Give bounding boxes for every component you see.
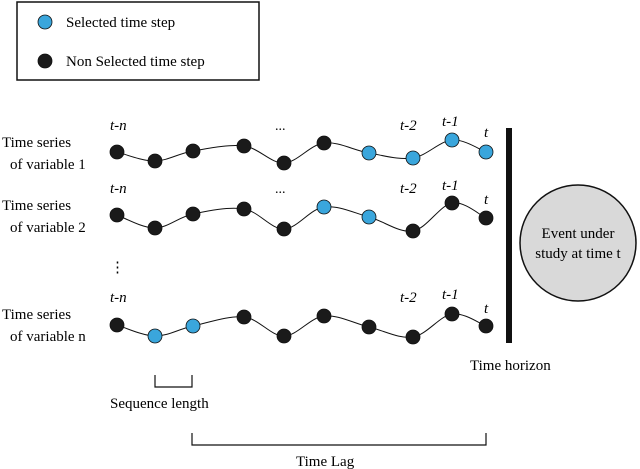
time-lag-label: Time Lag — [296, 454, 355, 469]
rown-label-line1: Time series — [2, 307, 71, 323]
non-selected-time-step-dot — [444, 306, 460, 322]
event-circle — [519, 184, 637, 302]
non-selected-time-step-dot — [316, 308, 332, 324]
non-selected-time-step-dot — [478, 210, 494, 226]
rown-time-label-t: t — [484, 301, 489, 317]
row2-time-label-mid: ... — [275, 182, 286, 197]
sequence-length-bracket — [154, 375, 193, 388]
non-selected-time-step-dot — [147, 153, 163, 169]
row1-time-label-t1: t-1 — [442, 114, 459, 130]
row1-time-label-mid: ... — [275, 119, 286, 134]
legend-non-selected-marker — [37, 53, 53, 69]
row1-time-label-tn: t-n — [110, 118, 127, 134]
selected-time-step-dot — [405, 150, 421, 166]
selected-time-step-dot — [316, 199, 332, 215]
row2-time-label-t2: t-2 — [400, 181, 417, 197]
series-curve — [116, 313, 487, 338]
selected-time-step-dot — [147, 328, 163, 344]
row2-time-label-t1: t-1 — [442, 178, 459, 194]
non-selected-time-step-dot — [236, 138, 252, 154]
non-selected-time-step-dot — [185, 143, 201, 159]
rown-series — [109, 306, 494, 345]
row1-time-label-t: t — [484, 125, 489, 141]
legend-selected-label: Selected time step — [66, 15, 175, 31]
non-selected-time-step-dot — [478, 318, 494, 334]
selected-time-step-dot — [444, 132, 460, 148]
non-selected-time-step-dot — [361, 319, 377, 335]
rown-time-label-tn: t-n — [110, 290, 127, 306]
time-lag-bracket — [191, 433, 487, 446]
non-selected-time-step-dot — [316, 135, 332, 151]
non-selected-time-step-dot — [236, 309, 252, 325]
non-selected-time-step-dot — [185, 206, 201, 222]
rown-time-label-t1: t-1 — [442, 287, 459, 303]
non-selected-time-step-dot — [405, 329, 421, 345]
selected-time-step-dot — [361, 209, 377, 225]
vertical-ellipsis: ⋮ — [110, 260, 125, 276]
row1-label-line1: Time series — [2, 135, 71, 151]
event-label-line2: study at time t — [535, 246, 621, 262]
legend-selected-marker — [37, 14, 53, 30]
non-selected-time-step-dot — [276, 328, 292, 344]
event-label-line1: Event under — [542, 226, 615, 242]
series-curve — [116, 139, 487, 164]
non-selected-time-step-dot — [276, 155, 292, 171]
row2-series — [109, 195, 494, 239]
non-selected-time-step-dot — [405, 223, 421, 239]
row1-label-line2: of variable 1 — [10, 157, 86, 173]
non-selected-time-step-dot — [109, 317, 125, 333]
time-horizon-bar — [506, 128, 512, 343]
selected-time-step-dot — [361, 145, 377, 161]
row2-time-label-tn: t-n — [110, 181, 127, 197]
row2-label-line2: of variable 2 — [10, 220, 86, 236]
row2-label-line1: Time series — [2, 198, 71, 214]
rown-time-label-t2: t-2 — [400, 290, 417, 306]
selected-time-step-dot — [185, 318, 201, 334]
non-selected-time-step-dot — [444, 195, 460, 211]
row1-time-label-t2: t-2 — [400, 118, 417, 134]
row1-series — [109, 132, 494, 171]
series-curve — [116, 202, 487, 232]
legend-box — [16, 1, 260, 81]
rown-label-line2: of variable n — [10, 329, 86, 345]
non-selected-time-step-dot — [276, 221, 292, 237]
time-horizon-label: Time horizon — [470, 358, 551, 374]
non-selected-time-step-dot — [109, 207, 125, 223]
non-selected-time-step-dot — [147, 220, 163, 236]
row2-time-label-t: t — [484, 192, 489, 208]
sequence-length-label: Sequence length — [110, 396, 209, 412]
non-selected-time-step-dot — [109, 144, 125, 160]
legend-non-selected-label: Non Selected time step — [66, 54, 205, 70]
non-selected-time-step-dot — [236, 201, 252, 217]
selected-time-step-dot — [478, 144, 494, 160]
